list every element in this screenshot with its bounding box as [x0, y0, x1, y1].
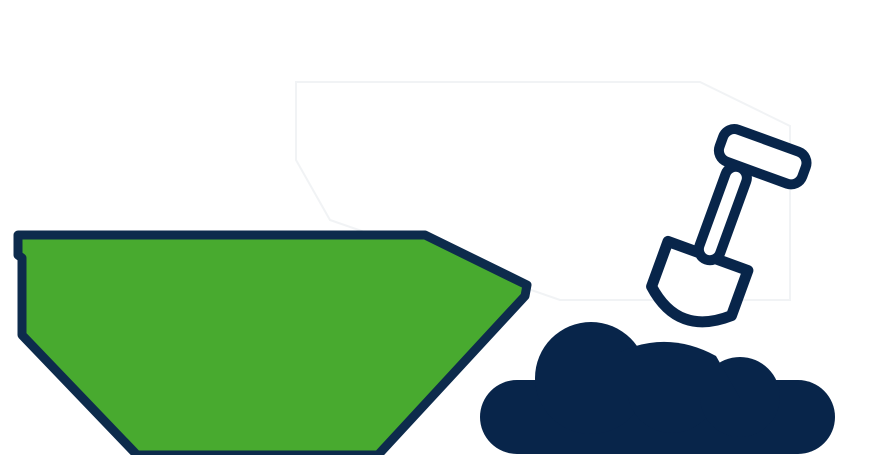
soil-mound-left [535, 322, 647, 434]
soil-front-overlap [620, 341, 740, 398]
shovel-handle [713, 124, 812, 190]
shovel-icon [646, 124, 812, 328]
skip-bin-icon [13, 230, 532, 455]
skip-bin-body [13, 230, 532, 455]
shovel-blade [646, 235, 754, 328]
